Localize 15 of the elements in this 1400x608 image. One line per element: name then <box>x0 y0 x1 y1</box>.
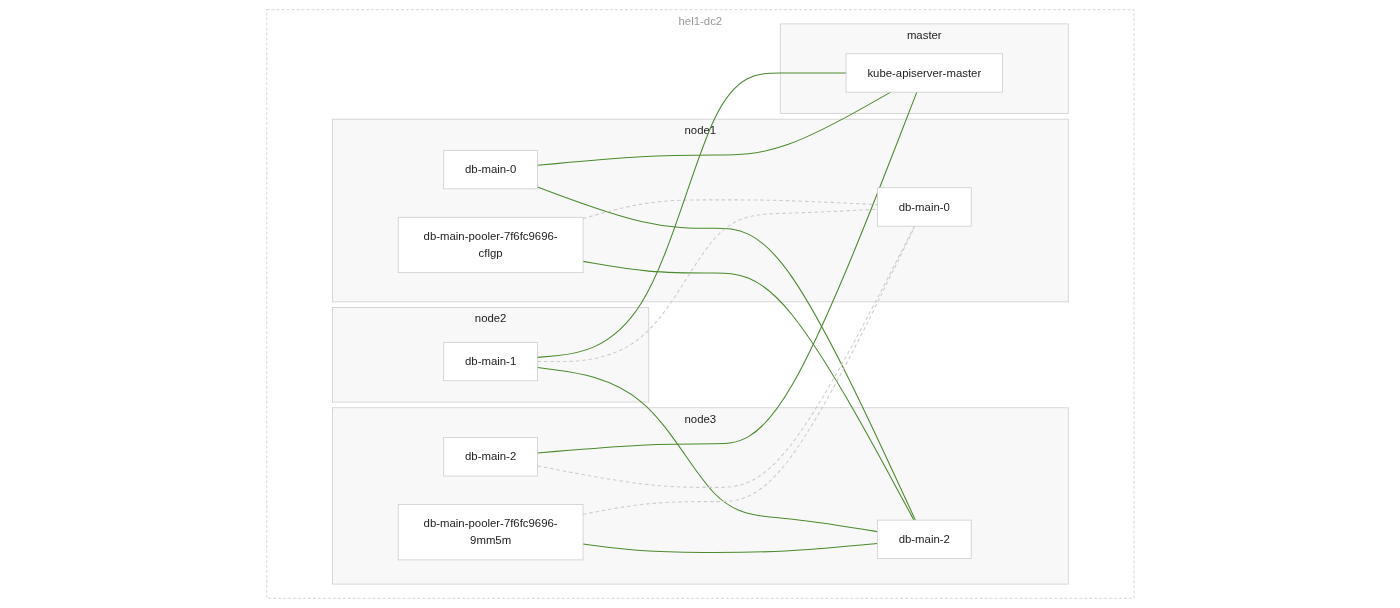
node-box: db-main-pooler-7f6fc9696-9mm5m <box>397 504 584 561</box>
node-box: kube-apiserver-master <box>845 53 1003 93</box>
node-box: db-main-pooler-7f6fc9696-cflgp <box>397 216 584 274</box>
node-box: db-main-2 <box>442 437 538 477</box>
connector <box>536 91 917 454</box>
node-box: db-main-0 <box>442 150 538 190</box>
connector <box>536 208 878 363</box>
node-box: db-main-2 <box>876 519 972 559</box>
connector <box>582 543 878 553</box>
node-box: db-main-0 <box>876 187 972 227</box>
connector <box>536 91 891 166</box>
connector <box>536 367 878 533</box>
connector <box>536 72 847 358</box>
node-box: db-main-1 <box>442 342 538 382</box>
connector <box>536 186 916 521</box>
